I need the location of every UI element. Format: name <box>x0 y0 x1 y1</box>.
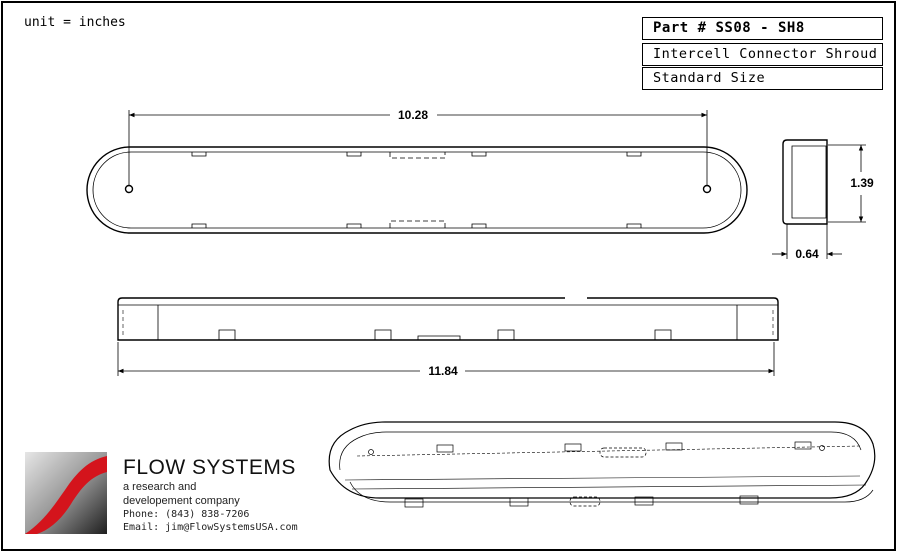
dim-end-height <box>828 144 866 223</box>
company-tagline-1: a research and <box>123 481 197 493</box>
mount-hole-right <box>702 184 712 194</box>
dim-end-width <box>772 224 842 259</box>
dim-end-height-label: 1.39 <box>850 176 874 190</box>
mount-hole-left <box>124 184 134 194</box>
part-number-cell: Part # SS08 - SH8 <box>642 17 883 40</box>
end-view <box>782 139 828 225</box>
company-phone: Phone: (843) 838-7206 <box>123 509 250 520</box>
dim-hole-spacing <box>128 110 708 185</box>
dim-overall-length-label: 11.84 <box>428 364 458 378</box>
company-name: FLOW SYSTEMS <box>123 456 296 479</box>
company-email[interactable]: Email: jim@FlowSystemsUSA.com <box>123 522 298 533</box>
company-tagline-2: developement company <box>123 495 240 507</box>
side-view <box>117 297 779 341</box>
part-size-cell: Standard Size <box>642 67 883 90</box>
dim-overall-length <box>117 342 775 376</box>
dim-hole-spacing-label: 10.28 <box>398 108 428 122</box>
part-name-cell: Intercell Connector Shroud <box>642 43 883 66</box>
dim-end-width-label: 0.64 <box>795 247 819 261</box>
top-view <box>86 146 748 234</box>
unit-label: unit = inches <box>24 15 126 30</box>
isometric-view <box>328 421 876 508</box>
flow-systems-logo-icon <box>25 452 107 534</box>
